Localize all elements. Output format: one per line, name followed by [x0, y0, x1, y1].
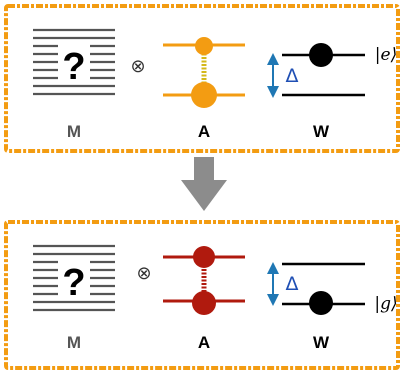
- transition-arrow: [181, 157, 227, 211]
- gap-label: Δ: [286, 65, 299, 87]
- unknown-symbol: ?: [62, 46, 85, 88]
- memory-label: M: [67, 333, 81, 352]
- atom-upper-dot: [193, 246, 215, 268]
- work-ball: [309, 291, 333, 315]
- atom-two-level: [163, 37, 245, 108]
- atom-label: A: [198, 333, 210, 352]
- question-mark-backdrop: [58, 44, 90, 82]
- panel-frame: [4, 4, 400, 153]
- state-label: |g⟩: [374, 294, 397, 314]
- unknown-symbol: ?: [62, 262, 85, 304]
- panel-top: ? ⊗ Δ |e⟩ M A W: [4, 4, 400, 153]
- atom-two-level: [163, 246, 245, 315]
- state-label: |e⟩: [375, 45, 397, 65]
- work-label: W: [313, 122, 330, 141]
- panel-bottom: ? ⊗ Δ |g⟩ M A W: [4, 220, 400, 370]
- gap-label: Δ: [286, 273, 299, 295]
- memory-label: M: [67, 122, 81, 141]
- question-mark-backdrop: [58, 260, 90, 298]
- work-ball: [309, 43, 333, 67]
- tensor-product-symbol: ⊗: [136, 263, 151, 284]
- atom-label: A: [198, 122, 210, 141]
- work-qubit: Δ |g⟩: [267, 262, 398, 315]
- panel-frame: [4, 220, 400, 370]
- work-qubit: Δ |e⟩: [267, 43, 397, 98]
- work-label: W: [313, 333, 330, 352]
- atom-lower-dot: [192, 291, 216, 315]
- atom-lower-dot: [191, 82, 217, 108]
- tensor-product-symbol: ⊗: [130, 56, 145, 77]
- atom-upper-dot: [195, 37, 213, 55]
